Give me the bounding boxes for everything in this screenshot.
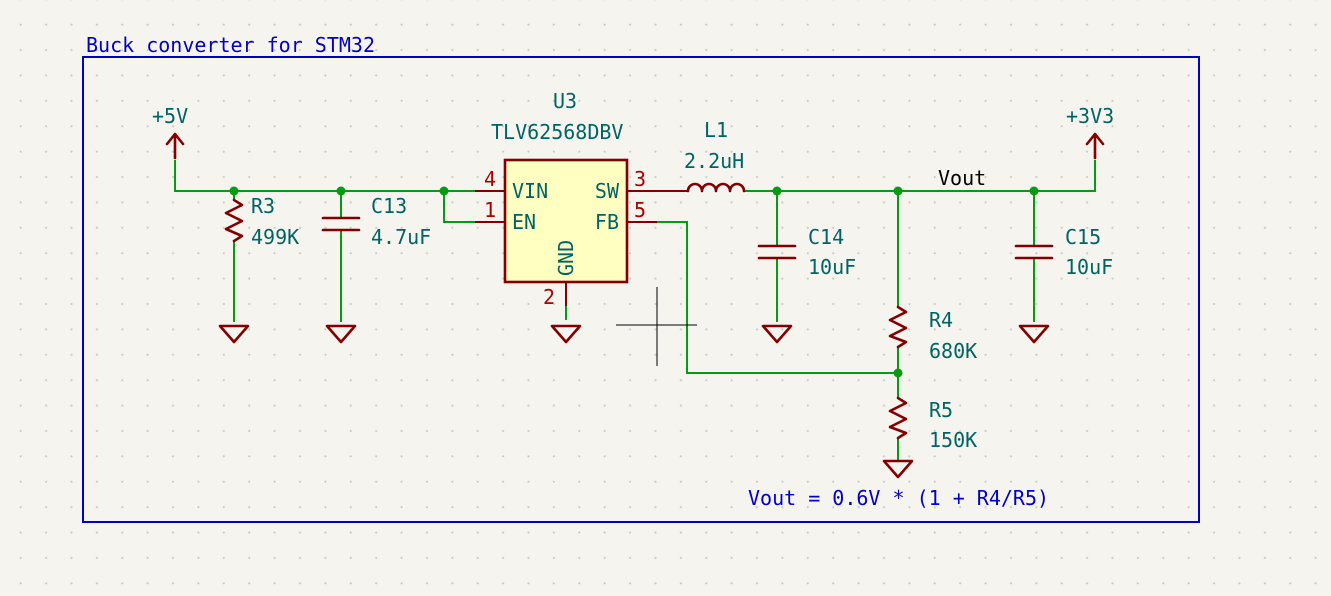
sheet-frame <box>82 56 1200 523</box>
c15-value: 10uF <box>1065 255 1113 279</box>
capacitor-c13[interactable]: C13 4.7uF <box>321 194 431 249</box>
wire-output-rail <box>744 160 1096 192</box>
r5-value: 150K <box>929 428 977 452</box>
junction <box>772 186 782 196</box>
c14-ref: C14 <box>808 225 844 249</box>
r3-ref: R3 <box>251 194 275 218</box>
pin-num-en: 1 <box>484 198 496 222</box>
capacitor-c15[interactable]: C15 10uF <box>1014 225 1113 279</box>
l1-ref: L1 <box>704 118 728 142</box>
resistor-r3[interactable]: R3 499K <box>224 194 299 249</box>
r4-value: 680K <box>929 339 977 363</box>
pin-name-sw: SW <box>595 179 620 203</box>
r3-value: 499K <box>251 225 299 249</box>
power-out-label: +3V3 <box>1066 104 1114 128</box>
resistor-r5[interactable]: R5 150K <box>888 396 977 452</box>
sheet-title: Buck converter for STM32 <box>86 33 375 57</box>
ic-body <box>503 158 629 284</box>
ground-icon <box>882 459 914 479</box>
ground-icon <box>325 324 357 344</box>
formula-note: Vout = 0.6V * (1 + R4/R5) <box>748 486 1049 510</box>
wire-input-rail <box>174 160 505 192</box>
pin-name-gnd: GND <box>554 240 578 276</box>
crosshair-cursor-icon <box>616 287 697 366</box>
pin-num-vin: 4 <box>484 167 496 191</box>
c13-ref: C13 <box>371 194 407 218</box>
ground-icon <box>1018 324 1050 344</box>
r5-ref: R5 <box>929 398 953 422</box>
c15-ref: C15 <box>1065 225 1101 249</box>
power-in-label: +5V <box>152 104 188 128</box>
resistor-icon <box>224 198 244 243</box>
u3-ref: U3 <box>553 89 577 113</box>
junction <box>893 186 903 196</box>
wire-feedback <box>627 221 898 374</box>
pin-name-fb: FB <box>595 210 619 234</box>
power-arrow-icon <box>1085 132 1105 160</box>
net-label-vout[interactable]: Vout <box>938 166 986 190</box>
power-out-symbol[interactable]: +3V3 <box>1066 104 1114 160</box>
capacitor-c14[interactable]: C14 10uF <box>757 225 856 279</box>
u3-value: TLV62568DBV <box>491 120 623 144</box>
junction <box>893 368 903 378</box>
ground-icon <box>761 324 793 344</box>
pin-name-vin: VIN <box>512 179 548 203</box>
pin-num-sw: 3 <box>634 167 646 191</box>
resistor-icon <box>888 305 908 349</box>
junction <box>439 186 449 196</box>
pin-num-gnd: 2 <box>543 285 555 309</box>
pin-name-en: EN <box>512 210 536 234</box>
ground-icon <box>218 324 250 344</box>
junctions <box>229 186 1039 378</box>
power-in-symbol[interactable]: +5V <box>152 104 188 160</box>
power-arrow-icon <box>165 132 185 160</box>
resistor-r4[interactable]: R4 680K <box>888 305 977 363</box>
regulator-u3[interactable]: U3 TLV62568DBV 4 1 3 5 2 VIN EN SW FB GN… <box>475 89 657 309</box>
c14-value: 10uF <box>808 255 856 279</box>
ground-icon <box>550 324 582 344</box>
l1-value: 2.2uH <box>684 149 744 173</box>
junction <box>1029 186 1039 196</box>
ground-symbols <box>218 324 1050 479</box>
c13-value: 4.7uF <box>371 225 431 249</box>
junction <box>336 186 346 196</box>
pin-num-fb: 5 <box>634 198 646 222</box>
inductor-icon <box>686 182 746 193</box>
resistor-icon <box>888 396 908 440</box>
inductor-l1[interactable]: L1 2.2uH <box>657 118 746 193</box>
junction <box>229 186 239 196</box>
r4-ref: R4 <box>929 308 953 332</box>
